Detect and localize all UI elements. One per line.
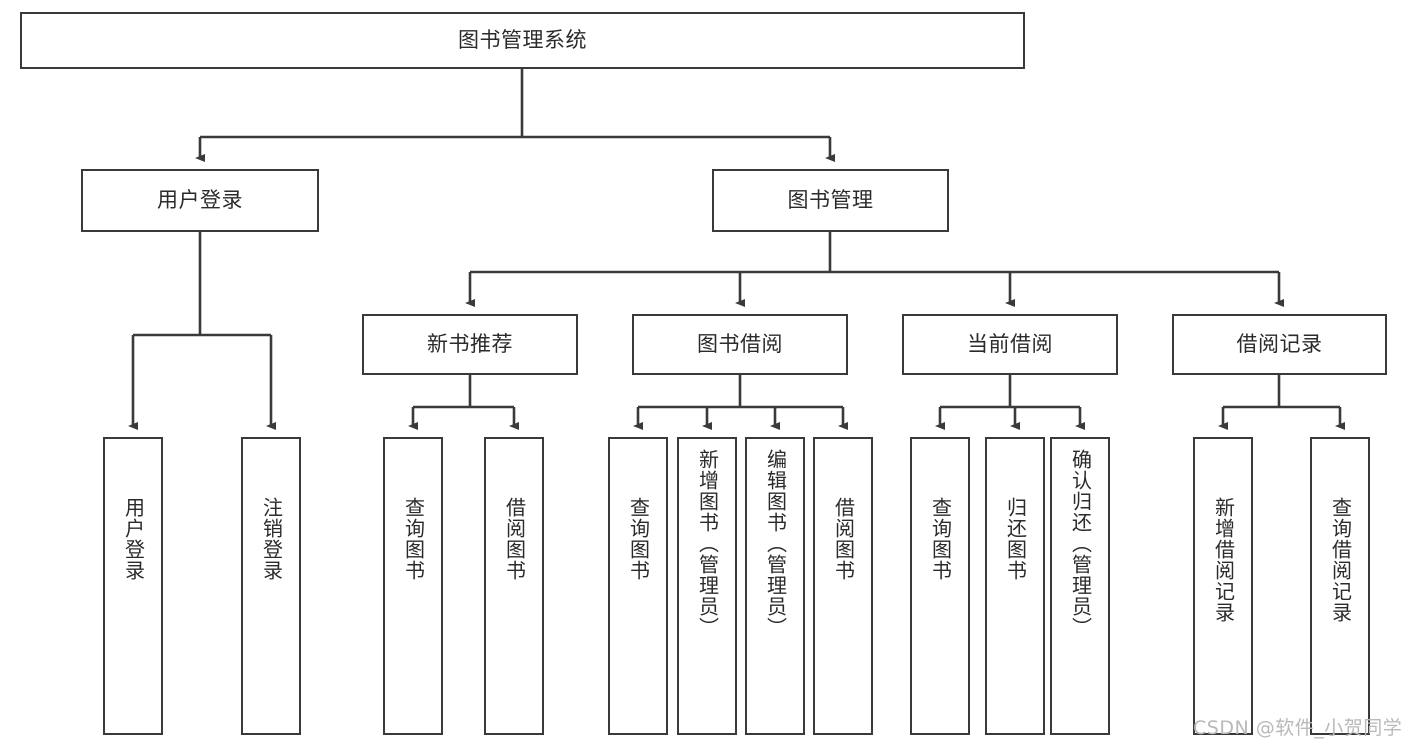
node-leaf-borrow-book-2[interactable]: 借阅图书 bbox=[813, 437, 873, 735]
node-current-borrow-label: 当前借阅 bbox=[967, 332, 1053, 357]
node-leaf-query-book-2-label: 查询图书 bbox=[626, 497, 651, 581]
node-leaf-query-book-1-label: 查询图书 bbox=[401, 497, 426, 581]
node-leaf-edit-book-admin[interactable]: 编辑图书（管理员） bbox=[745, 437, 805, 735]
node-leaf-query-book-3[interactable]: 查询图书 bbox=[910, 437, 970, 735]
node-leaf-user-login-label: 用户登录 bbox=[121, 497, 146, 581]
node-book-borrow[interactable]: 图书借阅 bbox=[632, 314, 848, 375]
node-new-book-recommend-label: 新书推荐 bbox=[427, 332, 513, 357]
node-leaf-user-logout[interactable]: 注销登录 bbox=[241, 437, 301, 735]
node-leaf-confirm-return-admin-label: 确认归还（管理员） bbox=[1068, 449, 1093, 638]
node-book-borrow-label: 图书借阅 bbox=[697, 332, 783, 357]
node-leaf-add-borrow-record[interactable]: 新增借阅记录 bbox=[1193, 437, 1253, 735]
node-leaf-add-borrow-record-label: 新增借阅记录 bbox=[1211, 497, 1236, 623]
node-root[interactable]: 图书管理系统 bbox=[20, 12, 1025, 69]
node-borrow-record[interactable]: 借阅记录 bbox=[1172, 314, 1387, 375]
node-leaf-query-book-2[interactable]: 查询图书 bbox=[608, 437, 668, 735]
node-leaf-query-book-1[interactable]: 查询图书 bbox=[383, 437, 443, 735]
node-book-manage[interactable]: 图书管理 bbox=[712, 169, 949, 232]
node-root-label: 图书管理系统 bbox=[458, 28, 587, 53]
node-user-login[interactable]: 用户登录 bbox=[81, 169, 319, 232]
node-borrow-record-label: 借阅记录 bbox=[1236, 332, 1323, 357]
node-leaf-return-book[interactable]: 归还图书 bbox=[985, 437, 1045, 735]
node-leaf-add-book-admin[interactable]: 新增图书（管理员） bbox=[677, 437, 737, 735]
node-leaf-query-book-3-label: 查询图书 bbox=[928, 497, 953, 581]
node-user-login-label: 用户登录 bbox=[157, 188, 243, 213]
node-leaf-add-book-admin-label: 新增图书（管理员） bbox=[695, 449, 720, 638]
node-leaf-borrow-book-1-label: 借阅图书 bbox=[502, 497, 527, 581]
node-leaf-user-logout-label: 注销登录 bbox=[259, 497, 284, 581]
node-leaf-edit-book-admin-label: 编辑图书（管理员） bbox=[763, 449, 788, 638]
node-leaf-query-borrow-record-label: 查询借阅记录 bbox=[1328, 497, 1353, 623]
node-leaf-borrow-book-1[interactable]: 借阅图书 bbox=[484, 437, 544, 735]
csdn-watermark: CSDN @软件_小贺同学 bbox=[1193, 717, 1403, 739]
node-leaf-borrow-book-2-label: 借阅图书 bbox=[831, 497, 856, 581]
node-leaf-return-book-label: 归还图书 bbox=[1003, 497, 1028, 581]
node-new-book-recommend[interactable]: 新书推荐 bbox=[362, 314, 578, 375]
node-current-borrow[interactable]: 当前借阅 bbox=[902, 314, 1118, 375]
node-book-manage-label: 图书管理 bbox=[787, 188, 874, 213]
node-leaf-confirm-return-admin[interactable]: 确认归还（管理员） bbox=[1050, 437, 1110, 735]
node-leaf-user-login[interactable]: 用户登录 bbox=[103, 437, 163, 735]
node-leaf-query-borrow-record[interactable]: 查询借阅记录 bbox=[1310, 437, 1370, 735]
